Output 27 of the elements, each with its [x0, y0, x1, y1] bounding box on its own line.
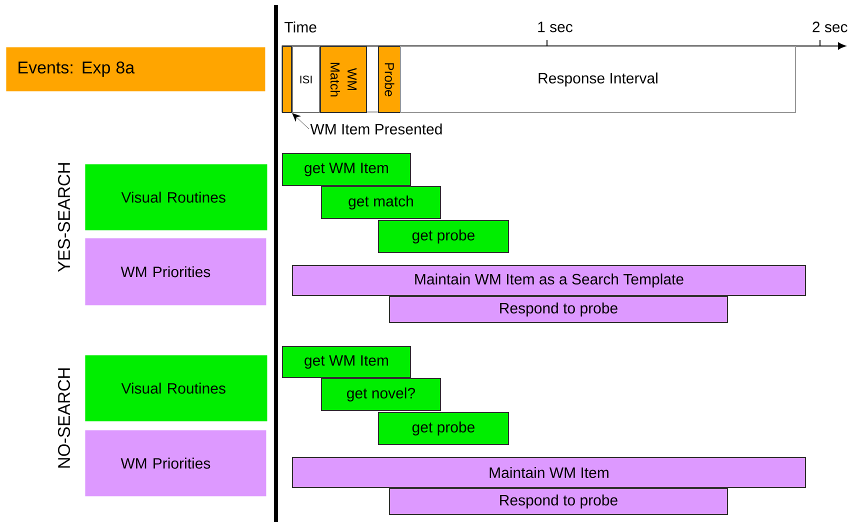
- routine-box: get WM Item: [282, 153, 411, 186]
- routine-box: get probe: [378, 220, 509, 253]
- priority-box: Respond to probe: [389, 488, 728, 515]
- priority-box: Maintain WM Item: [292, 457, 806, 488]
- row-label-box: Visual Routines: [85, 164, 268, 230]
- routine-box: get probe: [378, 412, 509, 445]
- stimulus-box: Probe: [378, 46, 401, 113]
- routine-box: get novel?: [321, 378, 441, 411]
- priority-box: Maintain WM Item as a Search Template: [292, 265, 806, 296]
- condition-label: YES-SEARCH: [58, 163, 70, 272]
- condition-label: NO-SEARCH: [58, 368, 70, 468]
- row-label-box: WM Priorities: [85, 238, 266, 306]
- row-label-box: Visual Routines: [85, 355, 268, 422]
- routine-box: get match: [321, 186, 441, 219]
- interval-box: Response Interval: [400, 46, 796, 113]
- interval-box: ISI: [292, 46, 320, 113]
- event-label-box: Events: Exp 8a: [6, 47, 266, 92]
- leader-line: [292, 113, 310, 130]
- tick-label: 1 sec: [538, 22, 573, 32]
- routine-box: get WM Item: [282, 346, 411, 378]
- stimulus-box: [282, 46, 292, 113]
- axis-label: Time: [284, 22, 316, 32]
- row-label-box: WM Priorities: [85, 430, 266, 496]
- stimulus-box: WM Match: [320, 46, 367, 113]
- callout-text: WM Item Presented: [310, 124, 442, 134]
- tick-label: 2 sec: [812, 22, 848, 32]
- priority-box: Respond to probe: [389, 296, 728, 323]
